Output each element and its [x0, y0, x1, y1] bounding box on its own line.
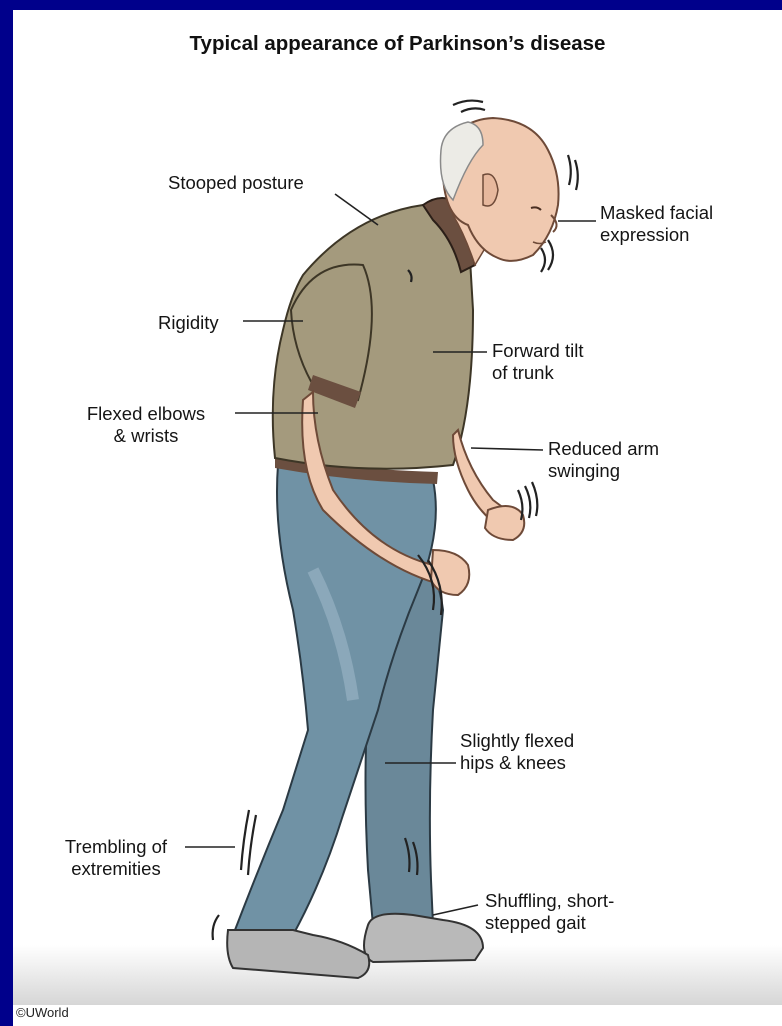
label-stooped-posture: Stooped posture: [168, 172, 304, 194]
label-trembling-extremities: Trembling of extremities: [41, 836, 191, 880]
far-hand: [485, 506, 524, 540]
label-reduced-arm-swinging: Reduced arm swinging: [548, 438, 659, 482]
label-shuffling-gait: Shuffling, short- stepped gait: [485, 890, 614, 934]
label-flexed-hips-knees: Slightly flexed hips & knees: [460, 730, 574, 774]
label-masked-facial-expression: Masked facial expression: [600, 202, 713, 246]
back-shoe: [364, 914, 483, 962]
label-forward-tilt: Forward tilt of trunk: [492, 340, 584, 384]
illustration-panel: Typical appearance of Parkinson’s diseas…: [13, 10, 782, 1026]
label-rigidity: Rigidity: [158, 312, 219, 334]
near-hand: [431, 550, 469, 595]
label-flexed-elbows: Flexed elbows & wrists: [61, 403, 231, 447]
copyright-text: ©UWorld: [16, 1005, 69, 1020]
